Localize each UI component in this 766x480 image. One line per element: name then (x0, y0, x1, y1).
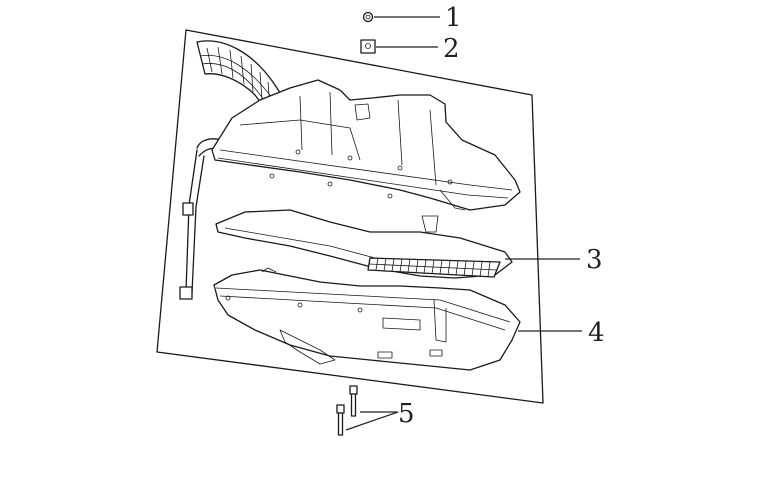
part-2-clip-nut[interactable] (360, 39, 376, 54)
upper-housing[interactable] (211, 79, 521, 211)
intake-duct[interactable] (196, 40, 289, 116)
part-5-bolt-b[interactable] (336, 404, 345, 436)
part-4-lower-housing[interactable] (213, 267, 521, 371)
leader-5b (345, 411, 399, 431)
part-3-air-filter[interactable] (215, 209, 513, 279)
callout-1: 1 (445, 3, 462, 33)
breather-hose[interactable] (179, 138, 223, 300)
part-5-bolt-a[interactable] (349, 385, 358, 417)
callout-3: 3 (586, 245, 603, 275)
assembly-frame (156, 29, 544, 404)
callout-4: 4 (588, 318, 605, 348)
part-1-nut[interactable] (362, 11, 374, 23)
callout-5: 5 (398, 399, 415, 429)
callout-2: 2 (443, 34, 460, 64)
